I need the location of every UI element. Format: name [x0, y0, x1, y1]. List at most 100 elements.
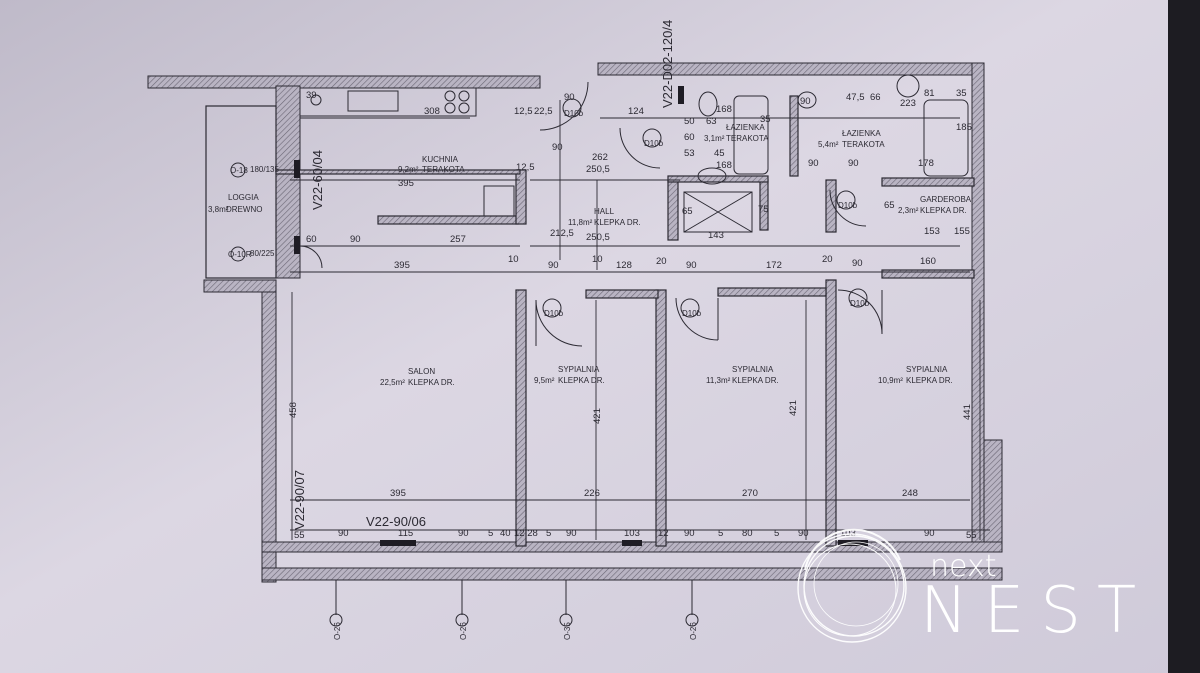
- room-area-hall: 11,8m²: [568, 218, 593, 227]
- window-mark: O-26: [333, 622, 342, 640]
- dim-facade: 5: [774, 528, 779, 539]
- dim-hall: 257: [450, 234, 466, 245]
- window-mark: O-26: [689, 622, 698, 640]
- dim-top: 22,5: [534, 106, 553, 117]
- dim-bottom: 226: [584, 488, 600, 499]
- dim-top: 124: [628, 106, 644, 117]
- dim-top: 223: [900, 98, 916, 109]
- dim-facade: 103: [624, 528, 640, 539]
- dim-facade: 90: [924, 528, 935, 539]
- dim-corridor: 20: [822, 254, 833, 265]
- window-mark-size: 80/225: [250, 249, 275, 258]
- dim-hall: 143: [708, 230, 724, 241]
- dim-kitchen: 262: [592, 152, 608, 163]
- dim-bath: 65: [682, 206, 693, 217]
- exterior-walls: [147, 62, 1003, 583]
- dim-top: 47,5: [846, 92, 865, 103]
- room-name-bath1: ŁAZIENKA: [726, 123, 765, 132]
- loggia: [205, 105, 277, 279]
- brand-nest: NEST: [920, 574, 1152, 648]
- room-floor-bedroom1: KLEPKA DR.: [558, 376, 605, 385]
- dim-facade: 90: [684, 528, 695, 539]
- dim-hall: 90: [350, 234, 361, 245]
- dimension-lines: [290, 100, 990, 540]
- dim-corridor: 10: [508, 254, 519, 265]
- window-mark: O-18: [230, 166, 248, 175]
- dim-kitchen: 90: [552, 142, 563, 153]
- dim-corridor: 172: [766, 260, 782, 271]
- room-floor-kitchen: TERAKOTA: [422, 165, 465, 174]
- window-tag-2: V22-90/07: [292, 470, 307, 530]
- door-swings: [299, 81, 883, 347]
- dim-top: 12,5: [514, 106, 533, 117]
- window-tag-3: V22-90/06: [366, 514, 426, 529]
- dim-facade: 12: [658, 528, 669, 539]
- dim-hall: 60: [306, 234, 317, 245]
- room-name-kitchen: KUCHNIA: [422, 155, 459, 164]
- room-area-bedroom2: 11,3m²: [706, 376, 731, 385]
- room-floor-salon: KLEPKA DR.: [408, 378, 455, 387]
- room-floor-bedroom3: KLEPKA DR.: [906, 376, 953, 385]
- dim-bath: 168: [716, 160, 732, 171]
- dim-facade: 5: [718, 528, 723, 539]
- door-tag: D10b: [838, 201, 858, 210]
- dim-bottom: 270: [742, 488, 758, 499]
- dim-facade: 115: [398, 528, 413, 539]
- dim-corridor: 395: [394, 260, 410, 271]
- dim-top: 168: [716, 104, 732, 115]
- window-marks: [294, 86, 868, 546]
- room-name-hall: HALL: [594, 207, 615, 216]
- dim-facade: 5: [488, 528, 493, 539]
- dim-bath: 65: [884, 200, 895, 211]
- dimension-labels: 39 308 12,5 22,5 90 124 168 63 35 90 47,…: [288, 88, 977, 541]
- dim-bottom: 248: [902, 488, 918, 499]
- room-floor-loggia: DREWNO: [226, 205, 262, 214]
- door-tag: D10b: [564, 109, 584, 118]
- dim-facade: 90: [458, 528, 469, 539]
- room-name-loggia: LOGGIA: [228, 193, 259, 202]
- dim-top: 308: [424, 106, 440, 117]
- dim-corridor: 160: [920, 256, 936, 267]
- axis-markers: [230, 162, 699, 627]
- room-floor-bath1: TERAKOTA: [726, 134, 769, 143]
- dim-hall: 155: [954, 226, 970, 237]
- dim-top: 90: [800, 96, 811, 107]
- dim-corridor: 10: [592, 254, 603, 265]
- dim-top: 39: [306, 90, 317, 101]
- room-area-wardrobe: 2,3m²: [898, 206, 919, 215]
- dim-bottom: 395: [390, 488, 406, 499]
- room-name-bedroom3: SYPIALNIA: [906, 365, 948, 374]
- dim-kitchen: 12,5: [516, 162, 535, 173]
- dim-top: 63: [706, 116, 717, 127]
- dim-facade: 90: [798, 528, 809, 539]
- dim-room-height: 421: [592, 408, 603, 424]
- room-name-bedroom2: SYPIALNIA: [732, 365, 774, 374]
- dim-kitchen: 250,5: [586, 164, 610, 175]
- brand-next: next: [930, 549, 996, 584]
- dim-kitchen: 395: [398, 178, 414, 189]
- dim-kitchen: 212,5: [550, 228, 574, 239]
- room-area-bath1: 3,1m²: [704, 134, 725, 143]
- dim-bath: 75: [758, 204, 769, 215]
- window-mark-labels: O-18 O-10R O-26 O-26 O-35 O-26 180/135 8…: [228, 165, 698, 640]
- room-name-bedroom1: SYPIALNIA: [558, 365, 600, 374]
- door-tag: D10b: [644, 139, 664, 148]
- room-floor-bath2: TERAKOTA: [842, 140, 885, 149]
- dim-bath: 60: [684, 132, 695, 143]
- room-floor-wardrobe: KLEPKA DR.: [920, 206, 967, 215]
- dim-kitchen: 90: [848, 158, 859, 169]
- dim-bath: 50: [684, 116, 695, 127]
- door-tags: D10b D10b D10b D10b D10b D10b: [544, 109, 870, 318]
- door-tag: D10b: [544, 309, 564, 318]
- dim-facade: 80: [742, 528, 753, 539]
- room-area-kitchen: 9,2m²: [398, 165, 419, 174]
- dim-facade: 55: [294, 530, 305, 541]
- window-tag-1: V22-60/04: [310, 150, 325, 210]
- dim-room-height: 441: [962, 404, 973, 420]
- interior-walls: [275, 95, 975, 547]
- dim-facade: 5: [546, 528, 551, 539]
- sheet-tag: V22-D02-120/4: [660, 20, 675, 108]
- dim-corridor: 90: [548, 260, 559, 271]
- window-mark: O-35: [563, 622, 572, 640]
